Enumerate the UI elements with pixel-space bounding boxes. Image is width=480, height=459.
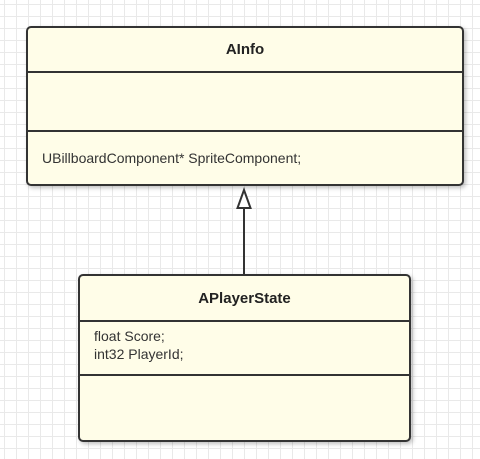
inheritance-arrowhead-icon [236,187,252,209]
aplayerstate-attr-score: float Score; [94,328,165,344]
ainfo-empty-section [28,73,462,132]
class-ainfo[interactable]: AInfo UBillboardComponent* SpriteCompone… [26,26,464,186]
aplayerstate-attr-playerid: int32 PlayerId; [94,346,184,362]
aplayerstate-attributes-section: float Score; int32 PlayerId; [80,322,409,376]
class-aplayerstate[interactable]: APlayerState float Score; int32 PlayerId… [78,274,411,442]
aplayerstate-empty-section [80,376,409,440]
ainfo-member-sprite-component: UBillboardComponent* SpriteComponent; [42,150,302,166]
ainfo-members-section: UBillboardComponent* SpriteComponent; [28,132,462,184]
class-name-ainfo: AInfo [28,28,462,73]
class-name-aplayerstate: APlayerState [80,276,409,322]
